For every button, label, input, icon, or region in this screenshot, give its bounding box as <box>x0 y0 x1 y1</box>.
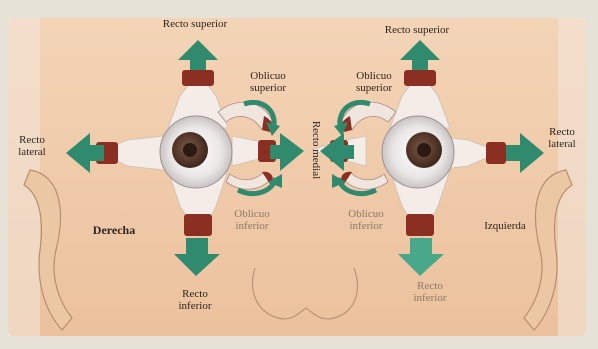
label-left-lateral-rectus: Recto lateral <box>540 126 584 150</box>
label-left-inferior-oblique-line2: inferior <box>336 220 396 232</box>
skin-panel <box>8 18 586 336</box>
label-left-side: Izquierda <box>470 220 540 232</box>
right-inferior-rectus-muscle <box>184 214 212 236</box>
label-left-superior-oblique-line2: superior <box>344 82 404 94</box>
label-right-inferior-rectus: Recto inferior <box>160 288 230 312</box>
label-medial-rectus: Recto medial <box>310 110 322 190</box>
label-right-superior-oblique-line1: Oblicuo <box>238 70 298 82</box>
label-left-lateral-rectus-line1: Recto <box>540 126 584 138</box>
right-superior-rectus-muscle <box>182 70 214 86</box>
label-right-lateral-rectus-line2: lateral <box>10 146 54 158</box>
label-right-superior-oblique: Oblicuo superior <box>238 70 298 94</box>
label-left-lateral-rectus-line2: lateral <box>540 138 584 150</box>
label-left-superior-oblique-line1: Oblicuo <box>344 70 404 82</box>
label-right-inferior-rectus-line1: Recto <box>160 288 230 300</box>
label-left-inferior-oblique: Oblicuo inferior <box>336 208 396 232</box>
left-superior-rectus-muscle <box>404 70 436 86</box>
left-inferior-rectus-muscle <box>406 214 434 236</box>
label-right-lateral-rectus: Recto lateral <box>10 134 54 158</box>
label-right-lateral-rectus-line1: Recto <box>10 134 54 146</box>
label-right-inferior-rectus-line2: inferior <box>160 300 230 312</box>
label-right-side: Derecha <box>74 224 154 236</box>
label-left-inferior-rectus-line2: inferior <box>400 292 460 304</box>
label-left-superior-oblique: Oblicuo superior <box>344 70 404 94</box>
label-left-inferior-rectus-line1: Recto <box>400 280 460 292</box>
label-left-inferior-rectus: Recto inferior <box>400 280 460 304</box>
label-left-inferior-oblique-line1: Oblicuo <box>336 208 396 220</box>
label-right-inferior-oblique-line2: inferior <box>222 220 282 232</box>
label-right-inferior-oblique-line1: Oblicuo <box>222 208 282 220</box>
label-left-superior-rectus: Recto superior <box>362 24 472 36</box>
label-right-inferior-oblique: Oblicuo inferior <box>222 208 282 232</box>
left-lateral-rectus-muscle <box>486 142 506 164</box>
label-right-superior-rectus: Recto superior <box>140 18 250 30</box>
label-right-superior-oblique-line2: superior <box>238 82 298 94</box>
